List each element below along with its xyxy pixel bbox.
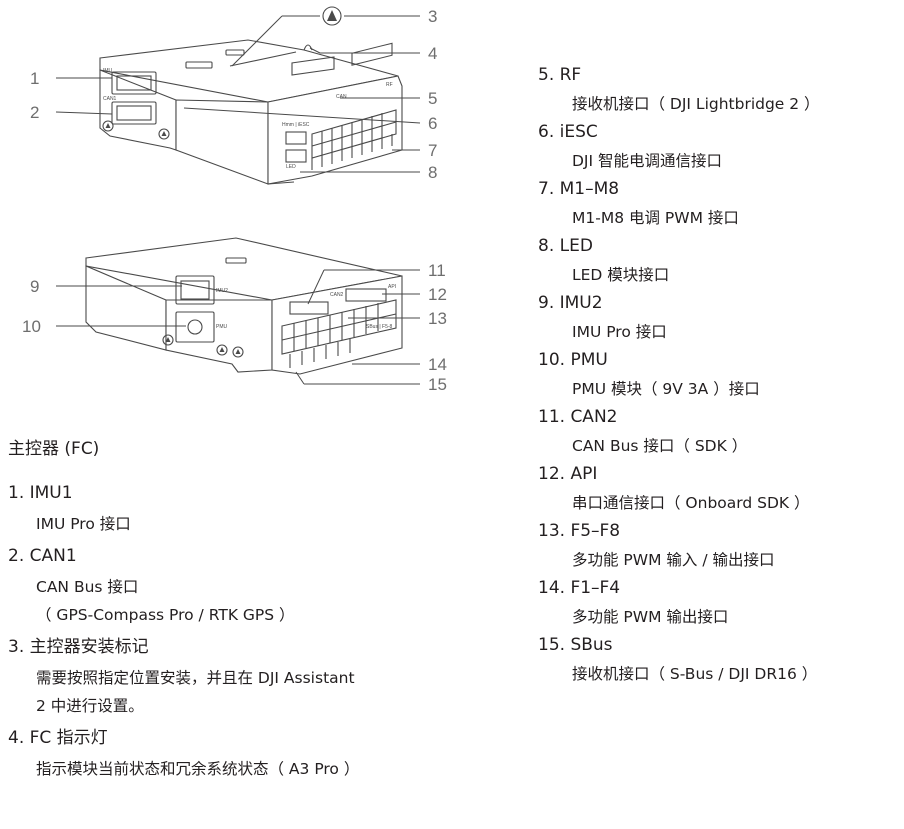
- fc-top-unit: [99, 39, 403, 185]
- legend-item-desc: 接收机接口（ S-Bus / DJI DR16 ）: [572, 665, 818, 683]
- callout-3: 3: [428, 7, 437, 26]
- legend-item-5: 5. RF 接收机接口（ DJI Lightbridge 2 ）: [538, 64, 898, 115]
- legend-item-7: 7. M1–M8 M1-M8 电调 PWM 接口: [538, 178, 898, 229]
- fc-bottom-unit: [85, 237, 403, 375]
- port-label-api: API: [388, 284, 396, 290]
- legend-item-8: 8. LED LED 模块接口: [538, 235, 898, 286]
- legend-item-12: 12. API 串口通信接口（ Onboard SDK ）: [538, 463, 898, 514]
- port-label-can1: CAN1: [103, 96, 117, 102]
- legend-item-head: 2. CAN1: [8, 546, 77, 566]
- legend-item-desc: PMU 模块（ 9V 3A ）接口: [572, 380, 760, 398]
- legend-item-desc: CAN Bus 接口（ SDK ）: [572, 437, 748, 455]
- callout-9: 9: [30, 277, 39, 296]
- callout-4: 4: [428, 44, 437, 63]
- callout-leaders: [55, 15, 421, 385]
- port-label-rf: RF: [386, 82, 393, 88]
- callout-10: 10: [22, 317, 41, 336]
- legend-item-desc: LED 模块接口: [572, 266, 670, 284]
- callout-5: 5: [428, 89, 437, 108]
- legend-item-desc: IMU Pro 接口: [36, 515, 131, 533]
- legend-item-head: 15. SBus: [538, 635, 613, 655]
- legend-item-13: 13. F5–F8 多功能 PWM 输入 / 输出接口: [538, 520, 898, 571]
- port-label-imu: IMU: [103, 68, 113, 74]
- legend-right: 5. RF 接收机接口（ DJI Lightbridge 2 ） 6. iESC…: [538, 64, 898, 691]
- callout-14: 14: [428, 355, 447, 374]
- legend-item-desc: 指示模块当前状态和冗余系统状态（ A3 Pro ）: [36, 760, 360, 778]
- fc-diagram: IMU CAN1 CAN RF Hmm | iESC LED IMU2 PMU …: [0, 0, 470, 420]
- legend-item-11: 11. CAN2 CAN Bus 接口（ SDK ）: [538, 406, 898, 457]
- port-label-led: LED: [286, 164, 296, 170]
- legend-item-6: 6. iESC DJI 智能电调通信接口: [538, 121, 898, 172]
- legend-item-head: 4. FC 指示灯: [8, 728, 108, 748]
- legend-item-2: 2. CAN1 CAN Bus 接口 （ GPS-Compass Pro / R…: [8, 545, 488, 626]
- legend-item-head: 11. CAN2: [538, 407, 618, 427]
- callout-6: 6: [428, 114, 437, 133]
- legend-item-head: 13. F5–F8: [538, 521, 621, 541]
- legend-item-head: 10. PMU: [538, 350, 608, 370]
- legend-item-1: 1. IMU1 IMU Pro 接口: [8, 482, 488, 535]
- legend-item-head: 7. M1–M8: [538, 179, 620, 199]
- legend-item-head: 12. API: [538, 464, 598, 484]
- legend-left: 主控器 (FC) 1. IMU1 IMU Pro 接口 2. CAN1 CAN …: [8, 438, 488, 790]
- callout-13: 13: [428, 309, 447, 328]
- legend-item-desc: CAN Bus 接口: [36, 578, 139, 596]
- legend-item-desc: M1-M8 电调 PWM 接口: [572, 209, 739, 227]
- legend-item-desc: IMU Pro 接口: [572, 323, 667, 341]
- callout-8: 8: [428, 163, 437, 182]
- fc-diagram-svg: IMU CAN1 CAN RF Hmm | iESC LED IMU2 PMU …: [22, 6, 447, 394]
- legend-item-head: 8. LED: [538, 236, 593, 256]
- legend-item-3: 3. 主控器安装标记 需要按照指定位置安装，并且在 DJI Assistant …: [8, 636, 488, 717]
- legend-item-desc: 多功能 PWM 输入 / 输出接口: [572, 551, 775, 569]
- legend-item-head: 9. IMU2: [538, 293, 603, 313]
- legend-item-desc: 2 中进行设置。: [36, 697, 144, 715]
- legend-item-4: 4. FC 指示灯 指示模块当前状态和冗余系统状态（ A3 Pro ）: [8, 727, 488, 780]
- port-label-pmu: PMU: [216, 324, 228, 330]
- callout-7: 7: [428, 141, 437, 160]
- legend-item-head: 1. IMU1: [8, 483, 73, 503]
- legend-item-desc: 串口通信接口（ Onboard SDK ）: [572, 494, 810, 512]
- legend-item-9: 9. IMU2 IMU Pro 接口: [538, 292, 898, 343]
- port-label-can: CAN: [336, 94, 347, 100]
- legend-item-desc: DJI 智能电调通信接口: [572, 152, 723, 170]
- legend-item-head: 6. iESC: [538, 122, 598, 142]
- legend-item-desc: 多功能 PWM 输出接口: [572, 608, 729, 626]
- legend-item-14: 14. F1–F4 多功能 PWM 输出接口: [538, 577, 898, 628]
- callout-1: 1: [30, 69, 39, 88]
- section-title: 主控器 (FC): [8, 439, 100, 459]
- callout-11: 11: [428, 261, 446, 280]
- legend-item-desc: （ GPS-Compass Pro / RTK GPS ）: [36, 606, 295, 624]
- legend-item-head: 5. RF: [538, 65, 582, 85]
- port-label-imu2: IMU2: [216, 288, 228, 294]
- legend-item-desc: 需要按照指定位置安装，并且在 DJI Assistant: [36, 669, 355, 687]
- port-label-sbus: SBus | F5-8: [366, 324, 393, 330]
- legend-item-10: 10. PMU PMU 模块（ 9V 3A ）接口: [538, 349, 898, 400]
- callout-15: 15: [428, 375, 447, 394]
- port-label-iesc: Hmm | iESC: [282, 122, 310, 128]
- legend-item-desc: 接收机接口（ DJI Lightbridge 2 ）: [572, 95, 820, 113]
- install-mark-icon: [322, 6, 342, 26]
- port-label-can2: CAN2: [330, 292, 344, 298]
- legend-item-head: 3. 主控器安装标记: [8, 637, 149, 657]
- callout-12: 12: [428, 285, 447, 304]
- legend-item-15: 15. SBus 接收机接口（ S-Bus / DJI DR16 ）: [538, 634, 898, 685]
- legend-item-head: 14. F1–F4: [538, 578, 621, 598]
- callout-2: 2: [30, 103, 39, 122]
